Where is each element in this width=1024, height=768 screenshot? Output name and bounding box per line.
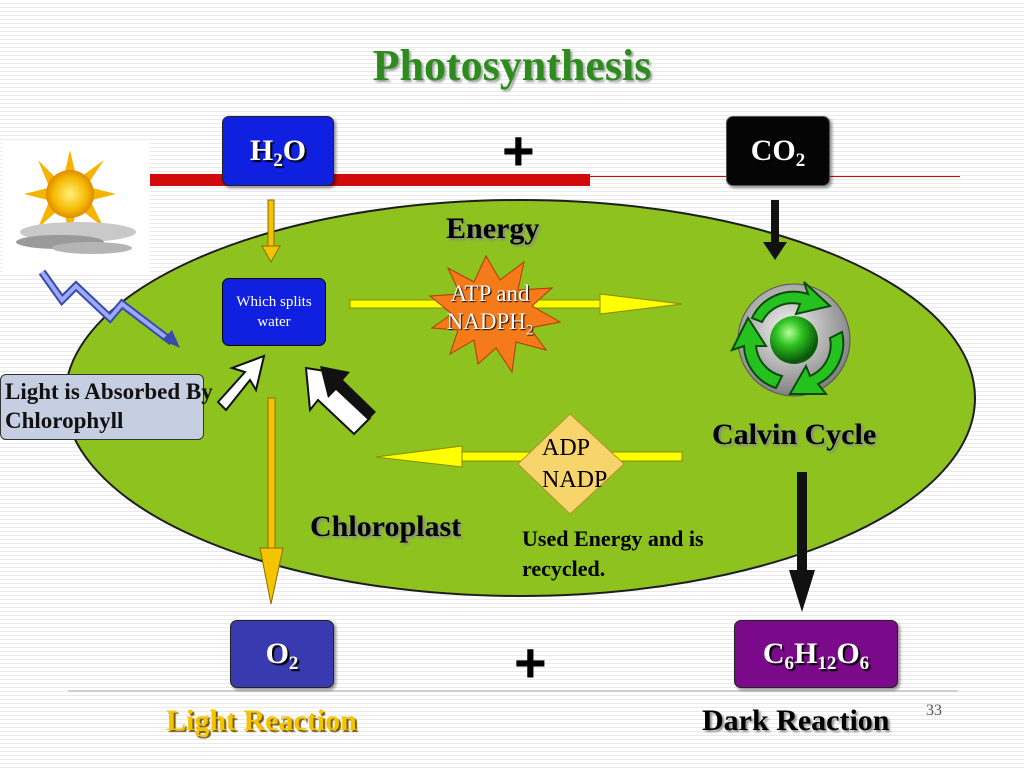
plus-bottom: + [514, 631, 547, 694]
atp-label: ATP and NADPH2 [446, 281, 534, 339]
water-down-arrow [261, 199, 281, 264]
white-arrow-right [304, 366, 376, 436]
glucose-down-arrow [789, 472, 815, 612]
light-absorbed-box: Light is Absorbed By Chlorophyll [0, 374, 213, 440]
calvin-cycle-icon [730, 281, 851, 397]
atp-starburst [428, 254, 562, 374]
calvin-cycle-label: Calvin Cycle [712, 418, 877, 451]
sun-icon [2, 140, 150, 272]
energy-label: Energy [446, 212, 540, 245]
adp-diamond [517, 413, 625, 515]
splits-water-box: Which splits water [222, 278, 326, 346]
adp-label: ADP NADP [542, 435, 608, 493]
page-title: Photosynthesis [372, 41, 652, 90]
slide-number: 33 [926, 702, 942, 719]
splits-water-text: Which splits water [236, 294, 312, 330]
footer-line [68, 690, 958, 692]
oxygen-down-arrow [259, 397, 284, 605]
light-absorbed-text: Light is Absorbed By Chlorophyll [5, 379, 213, 433]
light-ray-icon [38, 269, 180, 348]
recycled-note: Used Energy and is recycled. [522, 526, 704, 581]
dark-reaction-label: Dark Reaction [702, 704, 890, 737]
plus-top: + [502, 119, 535, 182]
co2-down-arrow [763, 200, 787, 260]
chloroplast-label: Chloroplast [310, 510, 462, 543]
light-reaction-label: Light Reaction [166, 704, 357, 737]
white-arrow-left [216, 354, 266, 412]
